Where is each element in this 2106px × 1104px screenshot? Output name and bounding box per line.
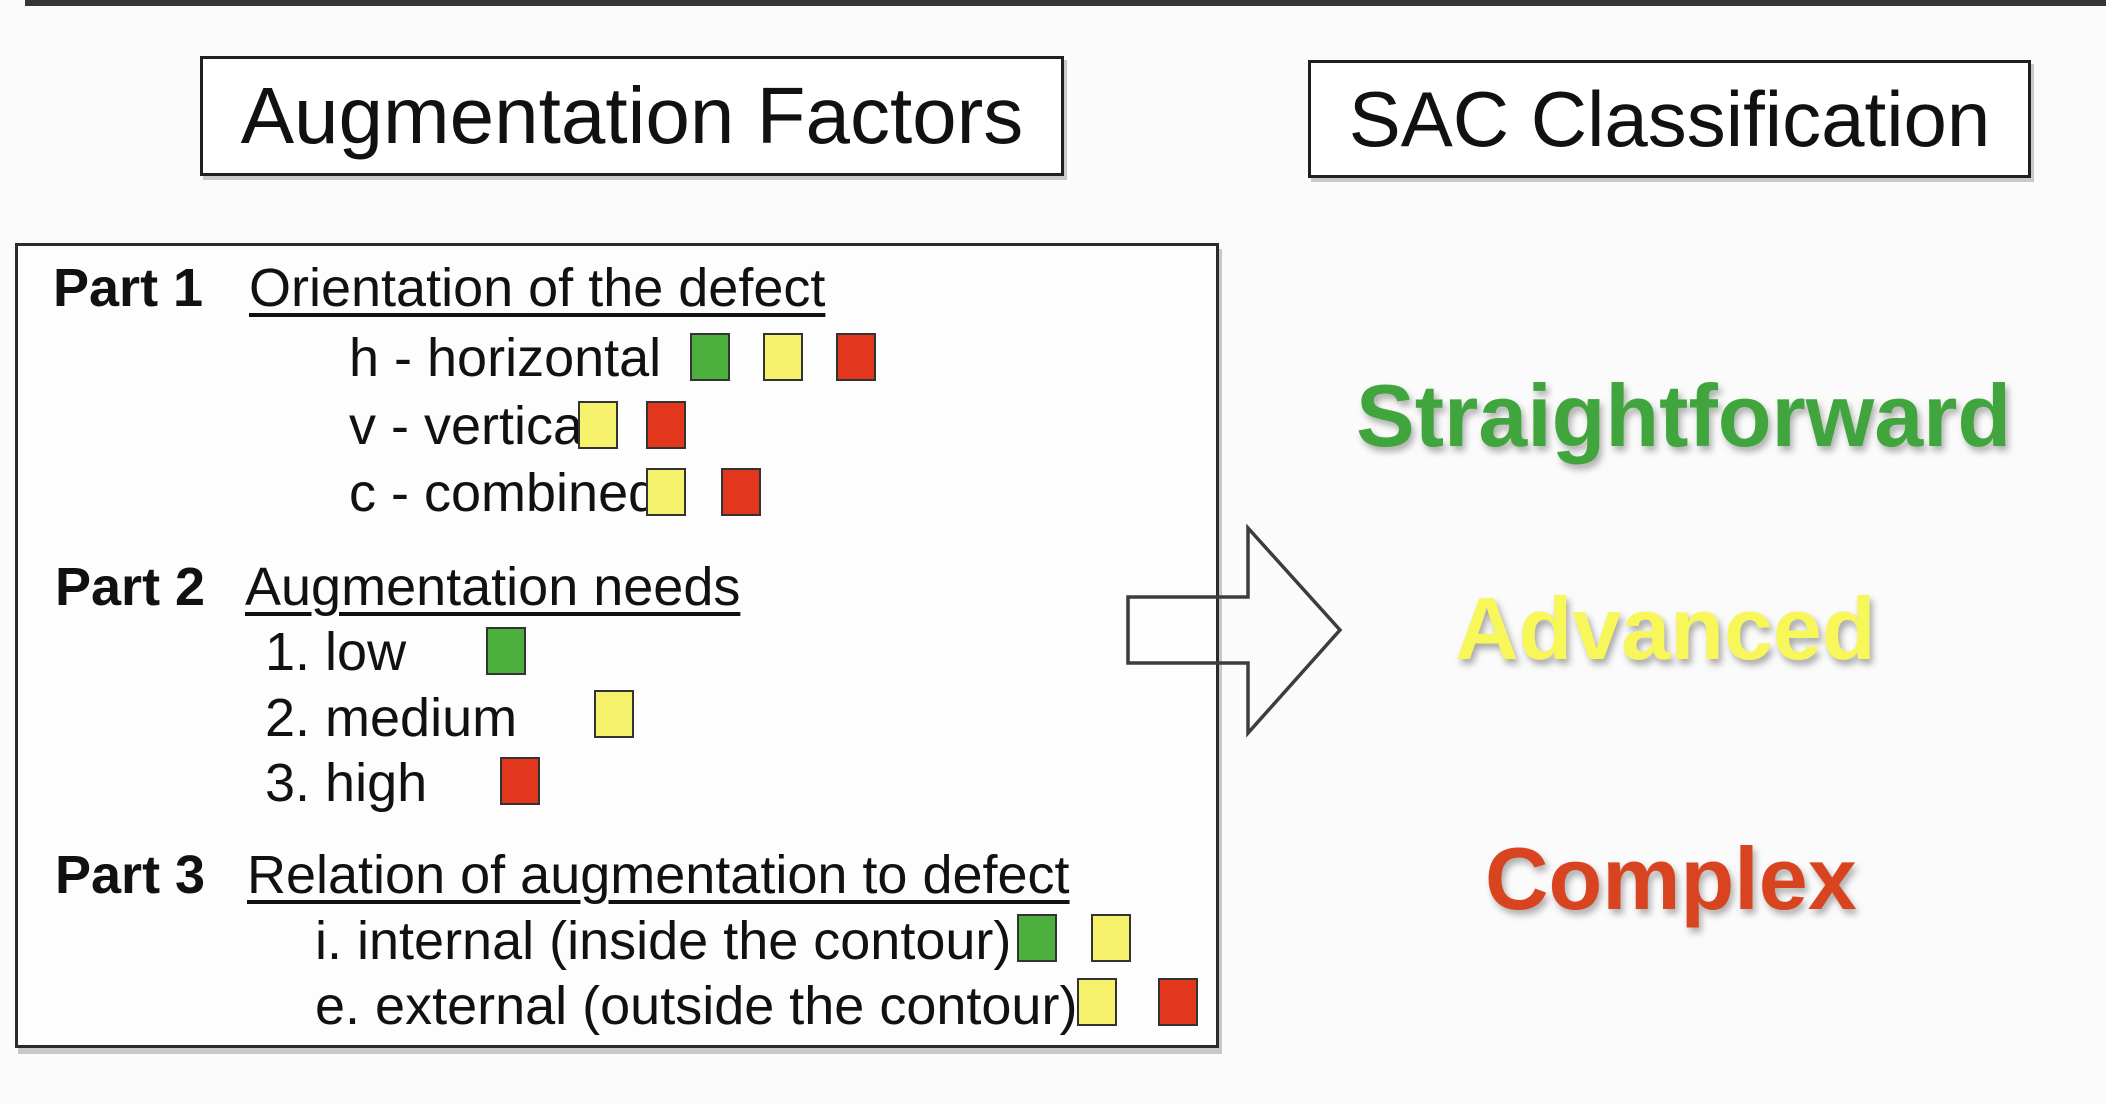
sac-classification-title: SAC Classification [1348, 74, 1991, 163]
classification-complex: Complex [1485, 829, 1857, 928]
augmentation-factors-title: Augmentation Factors [240, 71, 1024, 160]
square-yellow [578, 401, 618, 449]
row-v-vertical-label: v - vertical [349, 396, 596, 456]
augmentation-factors-panel: Part 1 Orientation of the defect h - hor… [15, 243, 1219, 1048]
square-red [646, 401, 686, 449]
square-yellow [594, 690, 634, 738]
row-medium-label: 2. medium [265, 688, 518, 748]
square-red [721, 468, 761, 516]
part-3-heading: Relation of augmentation to defect [247, 845, 1070, 905]
row-low-label: 1. low [265, 622, 407, 682]
top-border-line [25, 0, 2106, 6]
square-yellow [1091, 914, 1131, 962]
square-yellow [646, 468, 686, 516]
square-green [1017, 914, 1057, 962]
part-2-label: Part 2 [55, 557, 206, 617]
square-yellow [763, 333, 803, 381]
square-green [690, 333, 730, 381]
part-2-heading: Augmentation needs [245, 557, 741, 617]
square-yellow [1077, 978, 1117, 1026]
part-1-label: Part 1 [53, 258, 204, 318]
row-h-horizontal-label: h - horizontal [349, 328, 662, 388]
row-internal-label: i. internal (inside the contour) [315, 911, 1012, 971]
square-red [836, 333, 876, 381]
row-high-label: 3. high [265, 753, 428, 813]
part-1-heading: Orientation of the defect [249, 258, 826, 318]
part-3-label: Part 3 [55, 845, 206, 905]
square-green [486, 627, 526, 675]
row-c-combined-label: c - combined [349, 463, 659, 523]
flow-arrow-icon [1126, 523, 1343, 738]
sac-classification-title-box: SAC Classification [1308, 60, 2031, 178]
row-external-label: e. external (outside the contour) [315, 976, 1078, 1036]
square-red [1158, 978, 1198, 1026]
classification-straightforward: Straightforward [1356, 366, 2012, 465]
classification-advanced: Advanced [1455, 579, 1876, 678]
square-red [500, 757, 540, 805]
augmentation-factors-title-box: Augmentation Factors [200, 56, 1064, 176]
